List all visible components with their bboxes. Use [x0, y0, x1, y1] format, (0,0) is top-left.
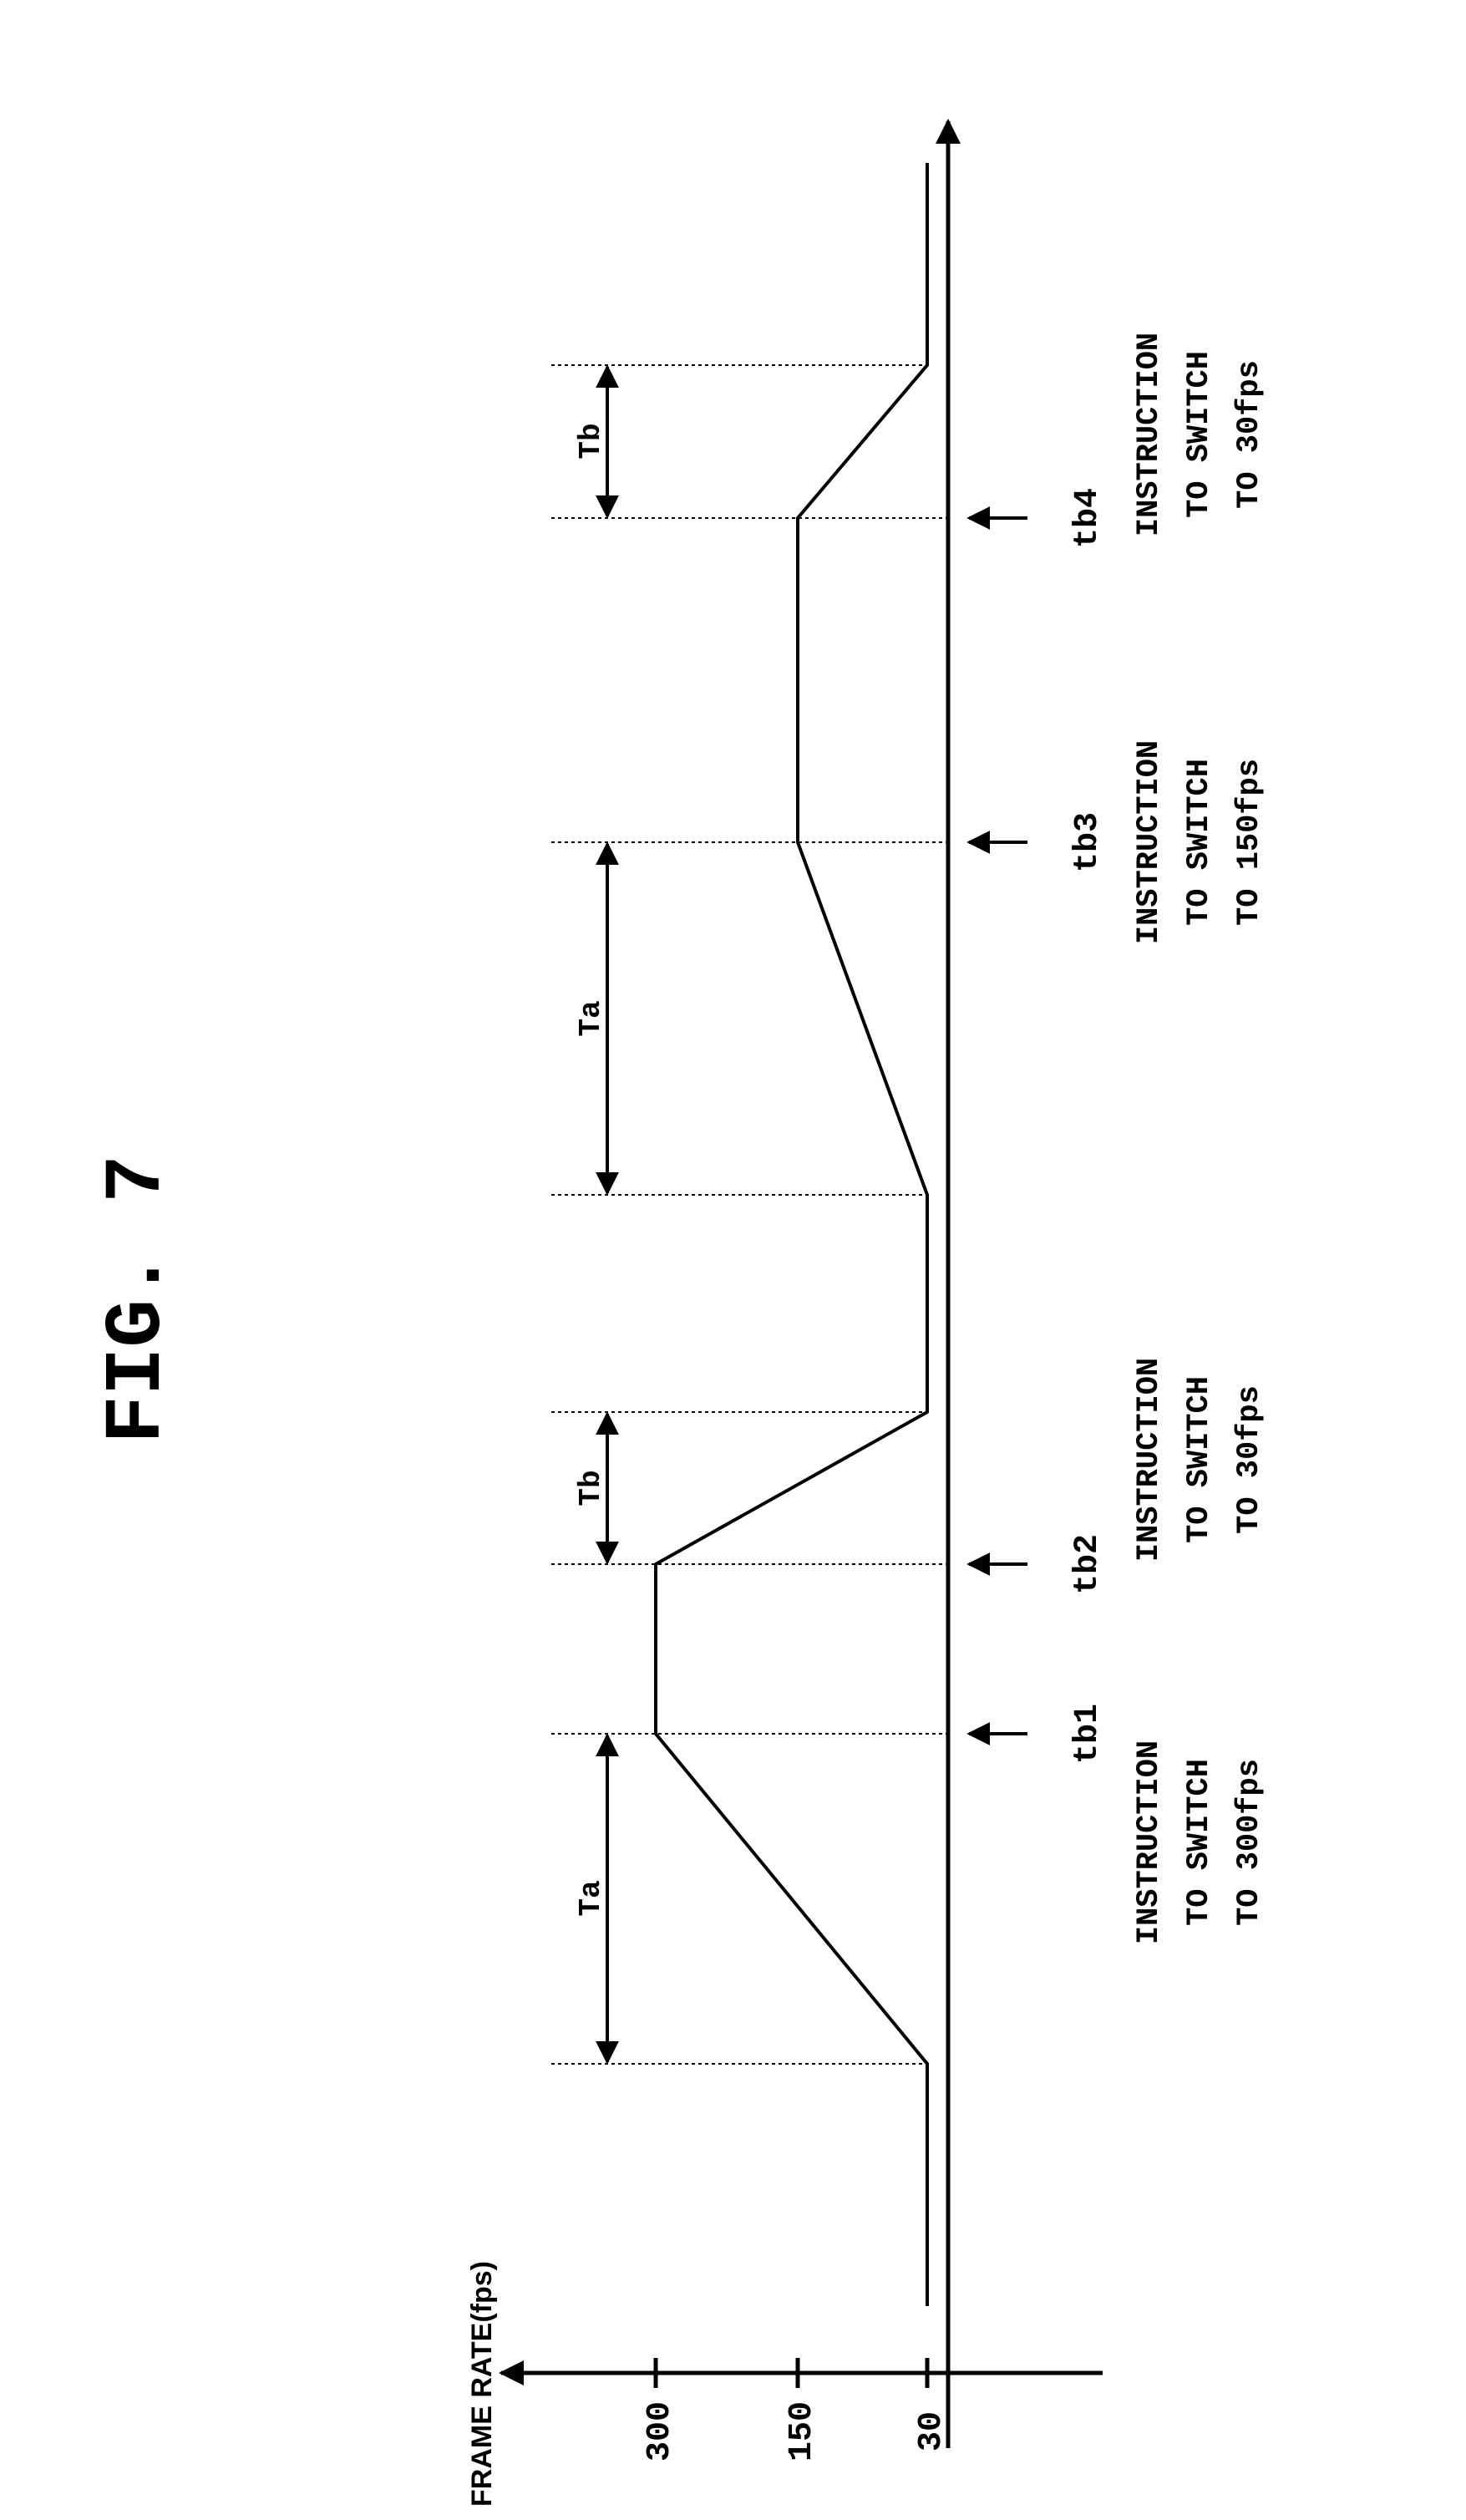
span-label-ta-2: Ta	[574, 1000, 608, 1036]
axes	[501, 121, 1103, 2448]
y-axis-label: FRAME RATE(fps)	[466, 2261, 498, 2507]
tick-label-300: 300	[642, 2401, 679, 2462]
instruction-line: TO SWITCH	[1182, 1759, 1217, 1926]
instruction-line: TO SWITCH	[1182, 1376, 1217, 1543]
event-label-tb3: tb3	[1069, 812, 1107, 872]
instruction-line: TO SWITCH	[1182, 759, 1217, 926]
event-label-tb1: tb1	[1069, 1704, 1107, 1764]
guide-lines	[551, 365, 948, 2064]
instruction-line: INSTRUCTION	[1132, 1358, 1167, 1562]
event-label-tb4: tb4	[1069, 488, 1107, 548]
event-label-tb2: tb2	[1069, 1534, 1107, 1594]
instruction-line: TO 150fps	[1232, 759, 1267, 926]
span-label-tb-2: Tb	[574, 423, 608, 459]
figure-title: FIG. 7	[92, 1155, 183, 1444]
instruction-line: INSTRUCTION	[1132, 333, 1167, 536]
tick-label-30: 30	[913, 2411, 951, 2451]
instruction-tb3: INSTRUCTION TO SWITCH TO 150fps	[1132, 740, 1267, 944]
instruction-tb1: INSTRUCTION TO SWITCH TO 300fps	[1132, 1740, 1267, 1944]
instruction-line: TO 30fps	[1232, 360, 1267, 509]
tick-label-150: 150	[784, 2401, 821, 2462]
frame-rate-curve	[656, 163, 927, 2306]
instruction-line: INSTRUCTION	[1132, 1740, 1167, 1944]
span-label-tb-1: Tb	[574, 1470, 608, 1506]
event-arrows	[969, 518, 1027, 1734]
instruction-line: INSTRUCTION	[1132, 740, 1167, 944]
instruction-tb2: INSTRUCTION TO SWITCH TO 30fps	[1132, 1358, 1267, 1562]
instruction-line: TO 300fps	[1232, 1759, 1267, 1926]
instruction-line: TO SWITCH	[1182, 351, 1217, 518]
span-label-ta-1: Ta	[574, 1880, 608, 1916]
instruction-tb4: INSTRUCTION TO SWITCH TO 30fps	[1132, 333, 1267, 536]
instruction-line: TO 30fps	[1232, 1385, 1267, 1534]
